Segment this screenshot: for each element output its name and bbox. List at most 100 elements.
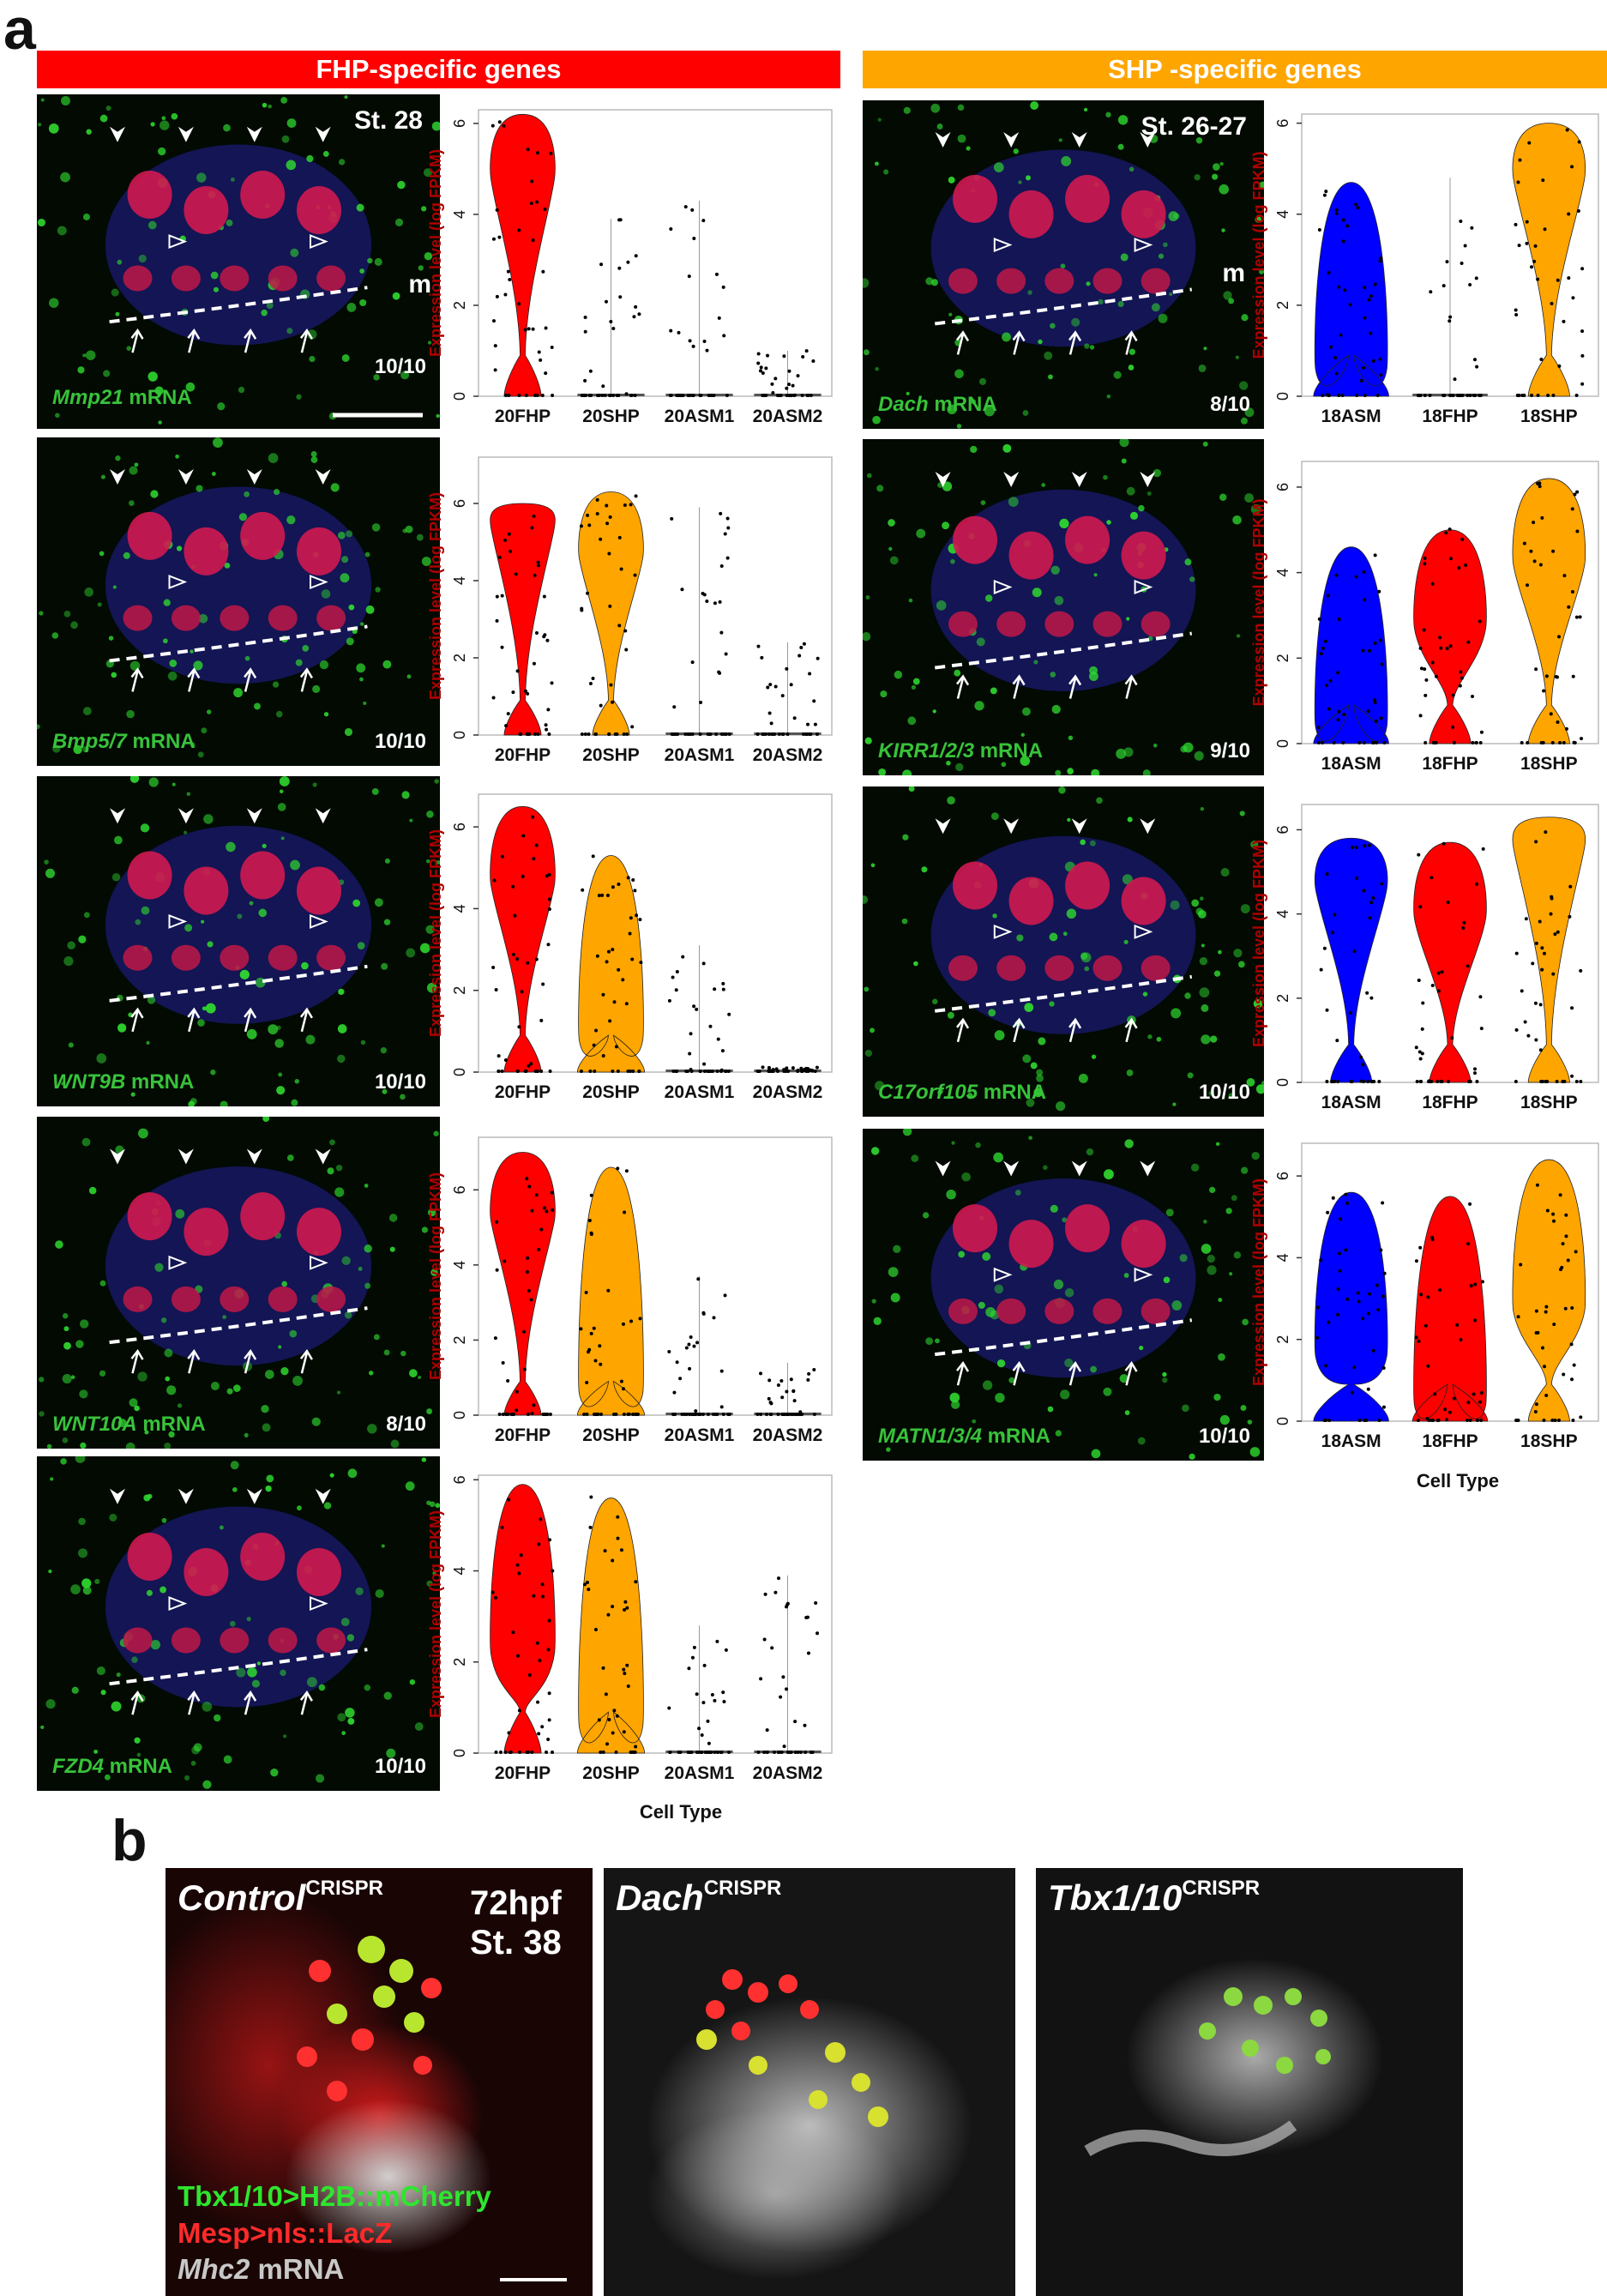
- y-tick-label: 6: [1274, 483, 1291, 491]
- violin-20ASM1: [665, 945, 733, 1073]
- data-point: [1540, 1346, 1544, 1350]
- data-point: [1555, 675, 1559, 679]
- data-point: [633, 1413, 637, 1416]
- data-point: [1479, 1391, 1484, 1395]
- data-point: [680, 588, 684, 592]
- violin-20ASM1: [665, 507, 733, 736]
- data-point: [537, 1542, 541, 1546]
- data-point: [1567, 605, 1571, 609]
- data-point: [1363, 598, 1367, 602]
- data-point: [718, 600, 722, 604]
- data-point: [1355, 394, 1359, 397]
- data-point: [1567, 276, 1571, 280]
- x-tick-label: 20ASM1: [665, 1082, 735, 1102]
- x-tick-label: 18SHP: [1520, 754, 1578, 774]
- data-point: [523, 1070, 527, 1073]
- data-point: [1514, 1080, 1518, 1083]
- data-point: [758, 369, 762, 373]
- violin-body: [490, 503, 556, 736]
- data-point: [637, 1070, 641, 1073]
- data-point: [773, 1590, 778, 1594]
- data-point: [595, 497, 599, 502]
- violin-body: [578, 491, 644, 736]
- data-point: [599, 537, 603, 541]
- data-point: [615, 394, 619, 397]
- data-point: [785, 1389, 789, 1394]
- violin-body: [1413, 841, 1487, 1083]
- data-point: [812, 1367, 816, 1371]
- data-point: [532, 1594, 536, 1598]
- data-point: [781, 1675, 785, 1679]
- data-point: [765, 1728, 769, 1733]
- data-point: [1430, 1238, 1435, 1242]
- data-point: [542, 1206, 546, 1210]
- data-point: [530, 179, 534, 184]
- data-point: [611, 700, 615, 704]
- y-tick-label: 2: [451, 1658, 468, 1666]
- data-point: [721, 981, 725, 985]
- data-point: [1544, 674, 1549, 678]
- y-tick-label: 4: [1274, 569, 1291, 577]
- data-point: [1445, 647, 1449, 651]
- data-point: [690, 394, 695, 397]
- data-point: [588, 1525, 593, 1529]
- data-point: [722, 334, 726, 338]
- data-point: [1351, 845, 1355, 849]
- data-point: [533, 732, 538, 736]
- data-point: [1518, 158, 1522, 162]
- data-point: [770, 382, 774, 386]
- fluorescence-image: [37, 437, 440, 766]
- data-point: [727, 1413, 731, 1416]
- data-point: [812, 699, 816, 703]
- data-point: [500, 854, 504, 859]
- data-point: [531, 327, 535, 331]
- fluorescence-image: [37, 1117, 440, 1449]
- data-point: [579, 524, 583, 528]
- data-point: [816, 656, 820, 660]
- data-point: [1543, 1365, 1547, 1369]
- data-point: [1371, 895, 1375, 900]
- data-point: [1420, 1052, 1424, 1056]
- data-point: [779, 1751, 784, 1754]
- data-point: [1373, 642, 1377, 646]
- channel-legend: Tbx1/10>H2B::mCherry Mesp>nls::LacZ Mhc2…: [178, 2180, 491, 2285]
- data-point: [611, 1558, 615, 1563]
- data-point: [1361, 1063, 1365, 1067]
- data-point: [698, 394, 702, 397]
- data-point: [591, 676, 595, 680]
- data-point: [1468, 1080, 1472, 1083]
- data-point: [1325, 872, 1329, 877]
- data-point: [617, 266, 622, 270]
- data-point: [1441, 841, 1446, 846]
- data-point: [521, 874, 525, 878]
- data-point: [806, 394, 810, 397]
- data-point: [806, 722, 810, 726]
- x-tick-label: 18FHP: [1422, 754, 1478, 774]
- data-point: [798, 1751, 803, 1754]
- data-point: [785, 1066, 789, 1070]
- data-point: [717, 670, 721, 674]
- data-point: [587, 1218, 592, 1222]
- y-tick-label: 6: [1274, 1172, 1291, 1180]
- data-point: [804, 732, 809, 736]
- data-point: [511, 1630, 515, 1635]
- data-point: [581, 888, 585, 892]
- data-point: [1448, 1410, 1452, 1414]
- data-point: [804, 349, 809, 353]
- data-point: [815, 1065, 819, 1070]
- data-point: [1381, 1201, 1385, 1205]
- data-point: [1317, 617, 1321, 621]
- data-point: [586, 513, 590, 517]
- data-point: [588, 369, 593, 373]
- data-point: [1426, 1364, 1430, 1368]
- data-point: [1448, 644, 1453, 648]
- data-point: [507, 394, 511, 397]
- data-point: [809, 732, 813, 736]
- data-point: [498, 1751, 503, 1754]
- data-point: [767, 1396, 771, 1401]
- violin-body: [1512, 478, 1586, 744]
- y-tick-label: 4: [1274, 910, 1291, 919]
- data-point: [1571, 1419, 1575, 1422]
- data-point: [1526, 741, 1530, 744]
- data-point: [701, 1311, 706, 1315]
